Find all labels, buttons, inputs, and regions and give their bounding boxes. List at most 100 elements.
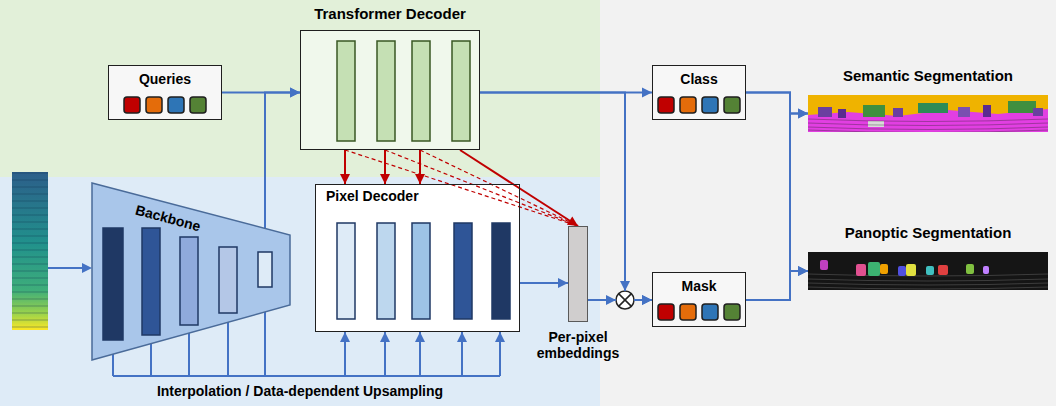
connector bbox=[746, 93, 808, 119]
instance-blob bbox=[906, 264, 916, 276]
query-squares bbox=[124, 96, 206, 114]
arrowhead bbox=[290, 88, 300, 98]
output-heading: Semantic Segmentation bbox=[808, 68, 1048, 84]
mask-head-box: Mask bbox=[652, 272, 746, 327]
feature-bar bbox=[258, 252, 272, 287]
map-segment bbox=[918, 103, 948, 113]
transformer-decoder-box: Transformer Decoder bbox=[300, 30, 480, 150]
query-square bbox=[702, 97, 718, 113]
scan-line bbox=[808, 127, 1048, 130]
query-square bbox=[680, 97, 696, 113]
feature-bar bbox=[377, 223, 395, 319]
box-title: Mask bbox=[653, 273, 745, 294]
map-segment bbox=[958, 107, 970, 117]
map-ground bbox=[808, 252, 1048, 290]
range-image-scanlines bbox=[12, 172, 48, 330]
arrowhead bbox=[457, 332, 467, 342]
feature-bar bbox=[377, 41, 395, 141]
connector bbox=[380, 150, 390, 184]
connector-line bbox=[746, 93, 808, 272]
map-segment bbox=[868, 121, 884, 127]
arrowhead bbox=[798, 266, 808, 276]
embedding-bar: Per-pixel embeddings bbox=[568, 226, 588, 322]
box-title: Queries bbox=[109, 66, 221, 87]
arrowhead bbox=[798, 109, 808, 119]
arrowhead bbox=[558, 278, 568, 288]
instance-blob bbox=[868, 262, 880, 276]
map-segment bbox=[1008, 101, 1036, 113]
instance-blob bbox=[898, 266, 906, 276]
map-segment bbox=[983, 105, 991, 117]
input-arrowhead bbox=[82, 263, 92, 273]
map-ground bbox=[808, 95, 1048, 132]
instance-blob bbox=[856, 264, 866, 276]
query-square bbox=[702, 304, 718, 320]
map-segment bbox=[818, 107, 832, 117]
multiply-symbol bbox=[616, 291, 634, 309]
feature-bar bbox=[180, 237, 198, 325]
region-label: Interpolation / Data-dependent Upsamplin… bbox=[0, 383, 600, 399]
box-title: Class bbox=[653, 66, 745, 87]
feature-bar bbox=[337, 41, 355, 141]
query-square bbox=[724, 97, 740, 113]
arrowhead bbox=[642, 88, 652, 98]
arrowhead bbox=[340, 174, 350, 184]
arrowhead bbox=[380, 174, 390, 184]
arrowhead bbox=[798, 266, 808, 276]
arrowhead bbox=[798, 109, 808, 119]
block-heading: Transformer Decoder bbox=[314, 6, 466, 22]
query-square bbox=[724, 304, 740, 320]
feature-bars bbox=[92, 183, 290, 360]
instance-blob bbox=[820, 260, 828, 270]
instance-blob bbox=[880, 264, 888, 274]
scan-line bbox=[808, 130, 1048, 132]
connector-line bbox=[746, 114, 808, 301]
arrowhead bbox=[620, 281, 630, 291]
backbone-trapezoid: Backbone bbox=[92, 183, 290, 360]
query-square bbox=[680, 304, 696, 320]
input-arrow bbox=[48, 267, 83, 269]
backbone-shape bbox=[92, 183, 290, 360]
queries-box: Queries bbox=[108, 65, 222, 120]
feature-bar bbox=[412, 41, 430, 141]
arrowhead bbox=[415, 332, 425, 342]
connector bbox=[460, 150, 578, 226]
pixel-region bbox=[0, 177, 600, 406]
scan-line bbox=[808, 287, 1048, 289]
query-square bbox=[124, 97, 140, 113]
bar-caption: Per-pixel embeddings bbox=[528, 329, 628, 361]
feature-bar bbox=[142, 228, 160, 335]
arrowhead bbox=[290, 88, 300, 98]
arrowhead bbox=[567, 216, 578, 226]
connector bbox=[265, 88, 300, 253]
arrowhead bbox=[495, 332, 505, 342]
arrowhead bbox=[642, 295, 652, 305]
class-head-box: Class bbox=[652, 65, 746, 120]
query-squares bbox=[658, 303, 740, 321]
instance-blob bbox=[983, 266, 989, 274]
feature-bar bbox=[103, 228, 123, 340]
connector bbox=[588, 295, 652, 305]
connector bbox=[746, 266, 808, 300]
scan-line bbox=[808, 123, 1048, 126]
arrowhead bbox=[642, 295, 652, 305]
query-squares bbox=[658, 96, 740, 114]
feature-bar bbox=[219, 247, 237, 313]
connector bbox=[746, 109, 808, 301]
range-image bbox=[12, 172, 48, 330]
query-square bbox=[658, 304, 674, 320]
feature-bar bbox=[492, 223, 510, 319]
map-segment bbox=[838, 109, 846, 118]
map-segment bbox=[893, 108, 903, 117]
scan-line bbox=[808, 279, 1048, 281]
connector-line bbox=[420, 150, 578, 226]
arrowhead bbox=[340, 332, 350, 342]
feature-bar bbox=[454, 223, 472, 319]
query-square bbox=[658, 97, 674, 113]
semantic-map bbox=[808, 95, 1048, 132]
connector bbox=[746, 93, 808, 277]
semantic-output-image: Semantic Segmentation bbox=[808, 95, 1048, 132]
arrowhead bbox=[415, 174, 425, 184]
